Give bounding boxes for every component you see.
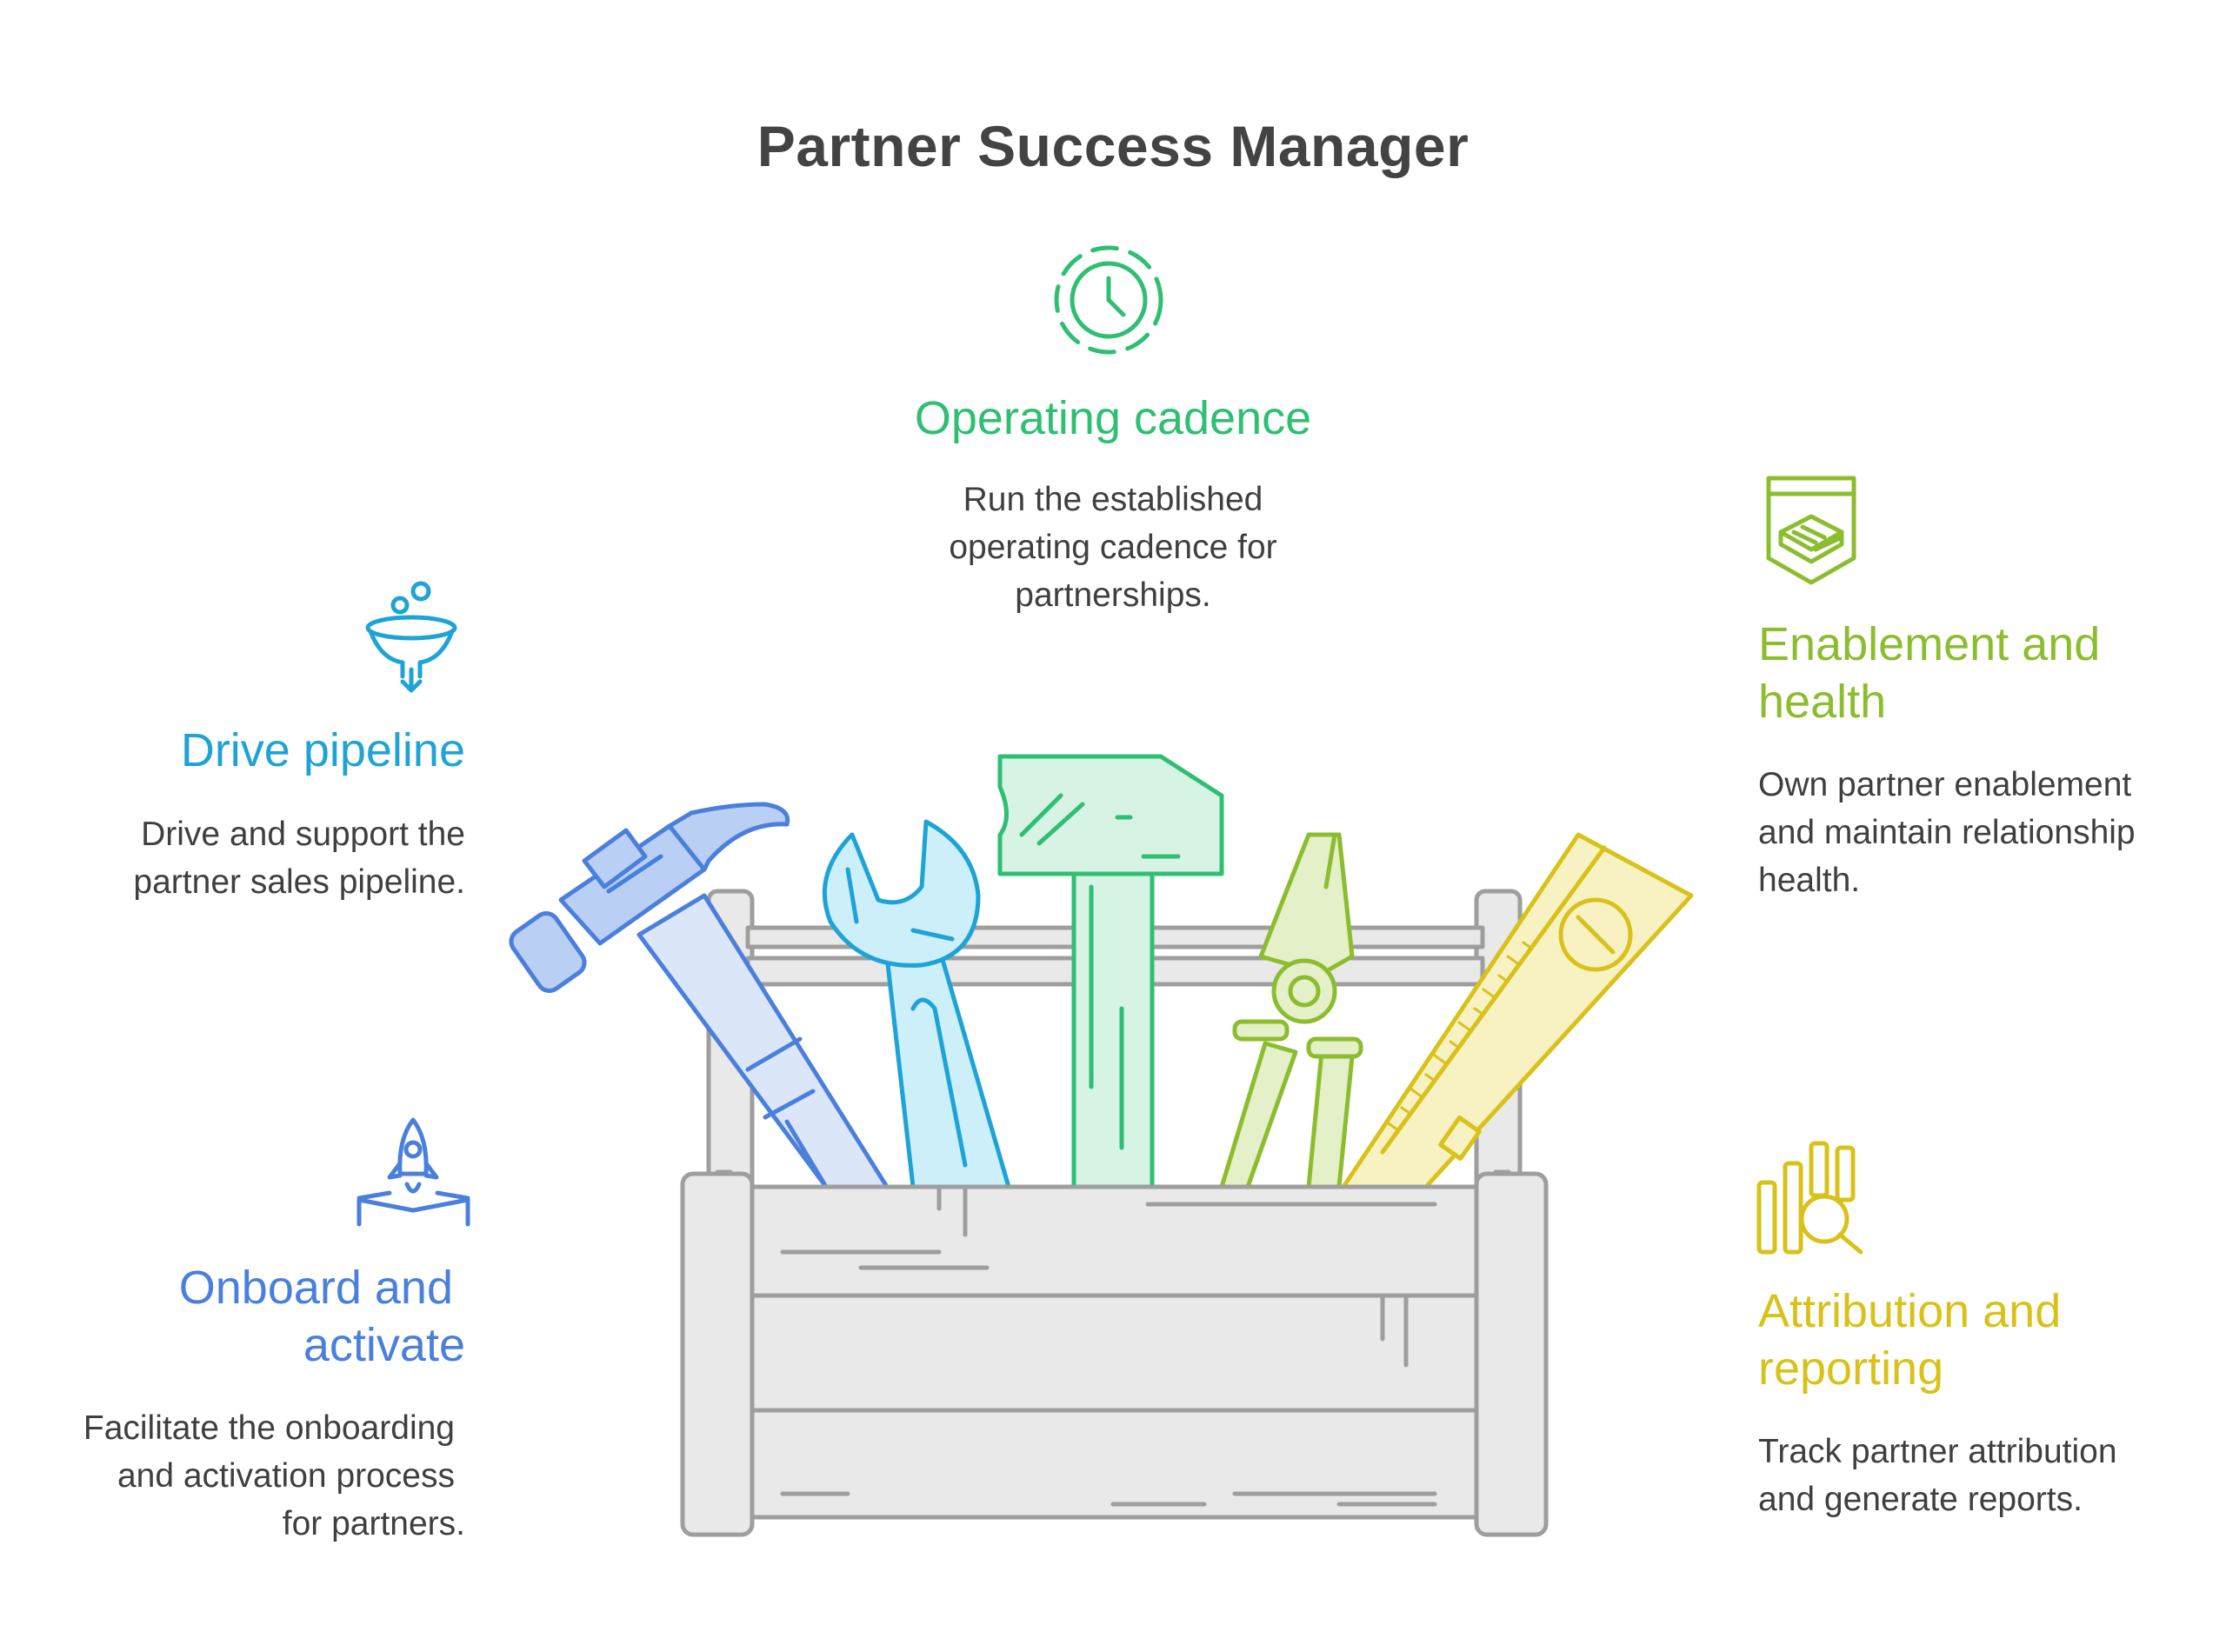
funnel-icon — [365, 581, 457, 693]
cadence-heading: Operating cadence — [914, 392, 1312, 444]
toolbox-front — [680, 1169, 1549, 1537]
enablement-description: Own partner enablement and maintain rela… — [1758, 766, 2136, 899]
shield-book-icon — [1766, 476, 1856, 585]
hammer-tool — [509, 802, 890, 1189]
rocket-icon — [357, 1117, 470, 1227]
onboard-description: Facilitate the onboarding and activation… — [83, 1409, 465, 1542]
drive-heading: Drive pipeline — [180, 724, 465, 776]
pliers-tool — [1219, 832, 1363, 1189]
onboard-heading: Onboard and activate — [178, 1262, 465, 1371]
cadence-description: Run the established operating cadence fo… — [949, 481, 1277, 614]
drive-description: Drive and support the partner sales pipe… — [133, 816, 465, 901]
clock-icon — [1054, 245, 1163, 355]
enablement-heading: Enablement and health — [1758, 618, 2101, 728]
attribution-heading: Attribution and reporting — [1758, 1285, 2062, 1395]
wrench-tool — [822, 819, 1011, 1237]
attribution-description: Track partner attribution and generate r… — [1758, 1433, 2117, 1518]
mallet-tool — [997, 754, 1224, 1189]
page-title: Partner Success Manager — [756, 114, 1470, 178]
report-search-icon — [1756, 1141, 1863, 1255]
